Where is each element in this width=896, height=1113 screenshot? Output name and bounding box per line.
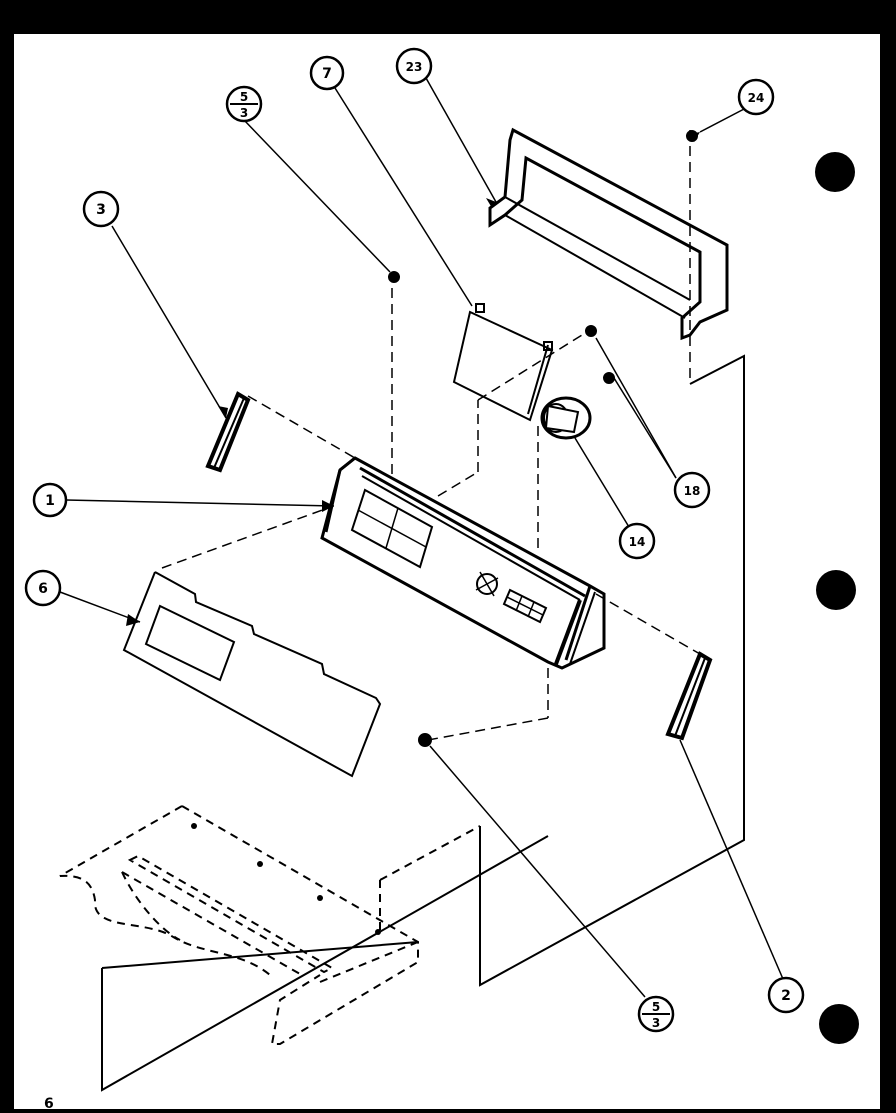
callout-label-5a-top: 5 <box>240 90 248 104</box>
binder-hole-middle <box>816 570 856 610</box>
leader-lines <box>59 77 784 998</box>
binder-hole-bottom <box>819 1004 859 1044</box>
part-3-end-cap <box>205 391 251 473</box>
part-14-knob <box>540 396 592 440</box>
part-7-bracket <box>452 303 554 422</box>
callout-7 <box>309 55 345 91</box>
part-2-end-cap <box>665 651 713 741</box>
alignment-lines <box>161 130 701 741</box>
callout-3 <box>82 190 120 228</box>
page-number: 6 <box>44 1096 54 1109</box>
callout-14 <box>618 522 656 560</box>
callout-label-2: 2 <box>781 988 791 1004</box>
callout-18 <box>673 471 711 509</box>
callout-label-23: 23 <box>406 60 423 74</box>
callout-6 <box>24 569 62 607</box>
binder-hole-top <box>815 152 855 192</box>
part-6-overlay <box>122 571 382 778</box>
callout-label-7: 7 <box>322 66 332 82</box>
callout-label-18: 18 <box>684 484 701 498</box>
callout-label-1: 1 <box>45 493 55 509</box>
callout-label-5b-top: 5 <box>652 1000 660 1014</box>
callout-label-5a-bottom: 3 <box>240 106 248 120</box>
callout-label-5b-bottom: 3 <box>652 1016 660 1030</box>
arrowheads <box>126 132 700 626</box>
callout-24 <box>737 78 775 116</box>
callout-label-3: 3 <box>96 202 106 218</box>
callout-label-6: 6 <box>38 581 48 597</box>
callout-23 <box>395 47 433 85</box>
callout-label-14: 14 <box>629 535 646 549</box>
callout-2 <box>767 976 805 1014</box>
assembly-outline <box>101 354 745 1092</box>
callout-1 <box>32 482 68 518</box>
part-23-bracket <box>488 127 729 341</box>
callout-label-24: 24 <box>748 91 765 105</box>
part-1-control-panel <box>320 456 606 670</box>
